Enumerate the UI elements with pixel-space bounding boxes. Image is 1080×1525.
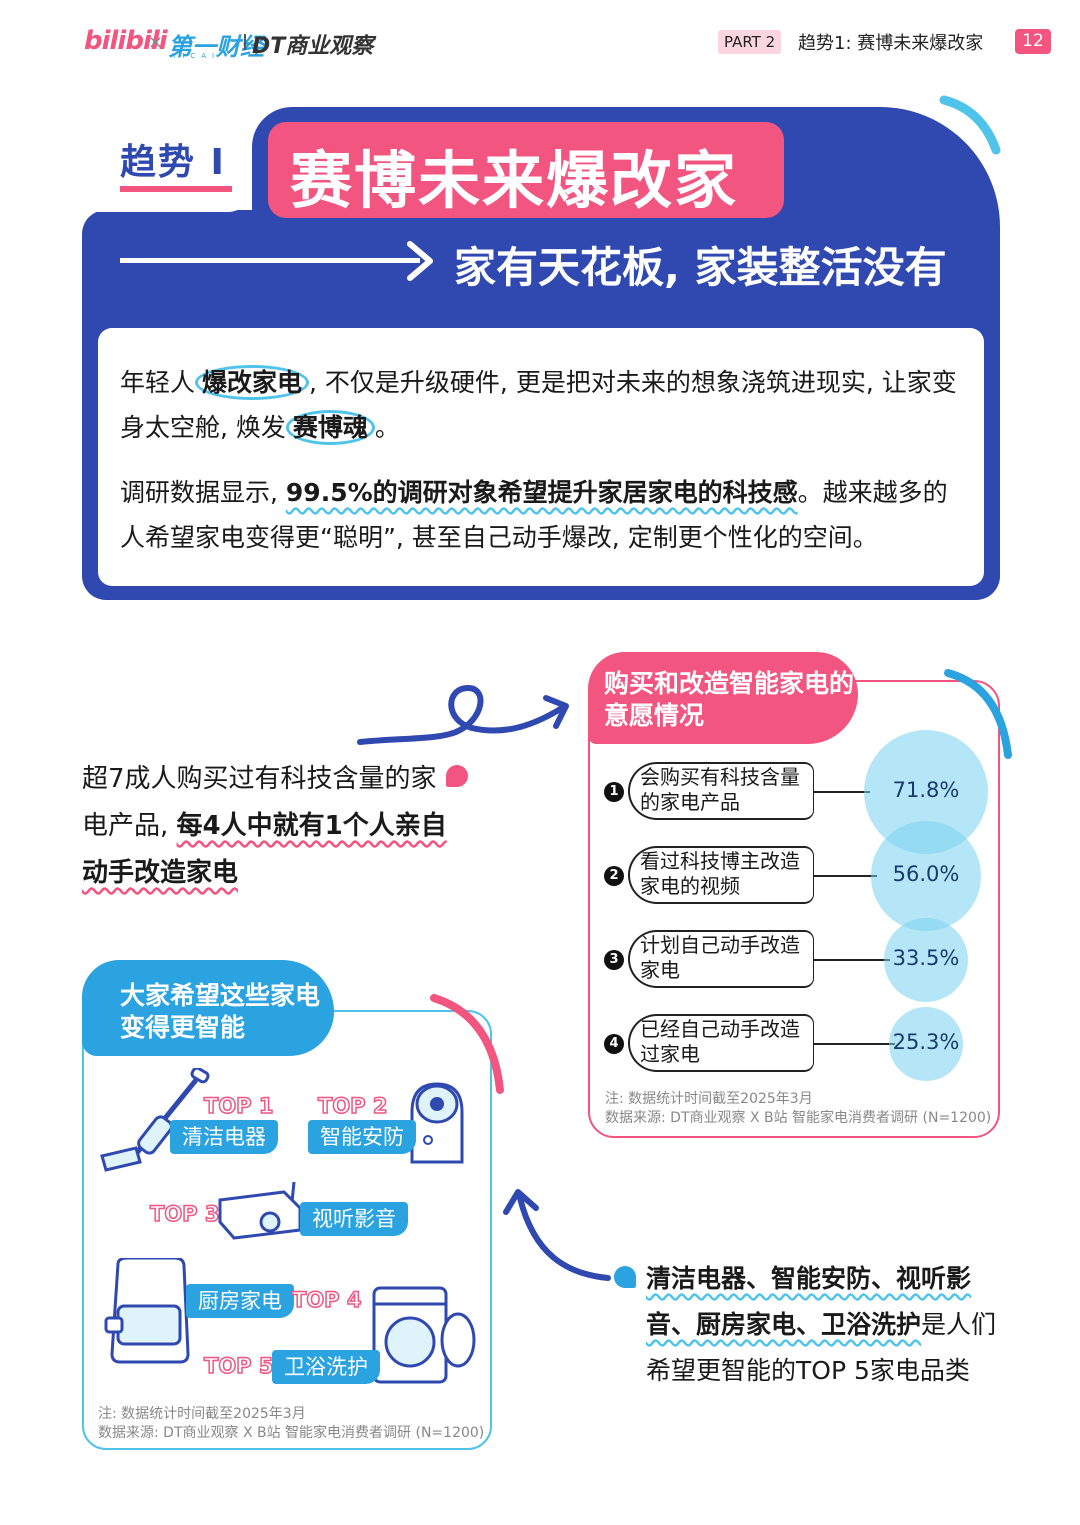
survey-connector-line (814, 875, 878, 877)
appliances-note: 注: 数据统计时间截至2025年3月 数据来源: DT商业观察 X B站 智能家… (98, 1405, 488, 1443)
washing-machine-icon (372, 1286, 476, 1384)
logo-divider (244, 34, 246, 50)
survey-value: 25.3% (892, 1030, 960, 1054)
survey-row-number: 3 (604, 950, 624, 970)
intro-box (98, 328, 984, 586)
pink-dot-icon (446, 765, 468, 787)
category-tag-top3: 视听影音 (300, 1202, 408, 1236)
yicai-logo-sub: YICAI (172, 52, 221, 60)
yicai-logo: 第一财经 (168, 33, 264, 61)
curved-arrow-icon (503, 1189, 611, 1281)
survey-connector-line (814, 959, 890, 961)
intro-text: 。 (374, 413, 400, 442)
page-title: 赛博未来爆改家 (290, 144, 739, 217)
category-tag-top5: 卫浴洗护 (272, 1350, 380, 1384)
survey-value: 33.5% (892, 946, 960, 970)
section-title: 趋势1: 赛博未来爆改家 (798, 33, 984, 54)
intro-paragraph-2: 调研数据显示, 99.5%的调研对象希望提升家居家电的科技感。越来越多的人希望家… (120, 470, 970, 560)
survey-note-source: 数据来源: DT商业观察 X B站 智能家电消费者调研 (N=1200) (605, 1110, 992, 1126)
highlight-text: 赛博魂 (285, 410, 375, 445)
rank-top1: TOP 1 (203, 1093, 274, 1119)
survey-bubble (871, 821, 981, 931)
survey-row-label: 看过科技博主改造家电的视频 (640, 849, 800, 898)
arc-decoration-icon (944, 669, 1012, 759)
trend-label: 趋势 I (120, 142, 226, 183)
highlight-text: 爆改家电 (195, 365, 310, 400)
survey-value: 71.8% (892, 778, 960, 802)
survey-connector-line (814, 1043, 896, 1045)
appliances-title: 大家希望这些家电变得更智能 (120, 981, 321, 1042)
category-tag-top2: 智能安防 (308, 1120, 416, 1154)
air-fryer-icon (104, 1258, 190, 1364)
intro-text: 。越来越多的人希望家电变得更“聪明”, 甚至自己动手爆改, 定制更个性化的空间。 (120, 478, 948, 552)
category-tag-top4: 厨房家电 (186, 1284, 294, 1318)
projector-icon (218, 1181, 302, 1240)
intro-paragraph-1: 年轻人爆改家电, 不仅是升级硬件, 更是把对未来的想象浇筑进现实, 让家变身太空… (120, 360, 970, 450)
survey-label-box (628, 846, 814, 904)
survey-row: 1 会购买有科技含量的家电产品 (604, 762, 994, 822)
page-number: 12 (1015, 29, 1051, 54)
arc-decoration-icon (430, 994, 504, 1094)
intro-text: 调研数据显示, (120, 478, 286, 507)
dt-logo: DT商业观察 (252, 34, 374, 59)
bilibili-logo: bilibili (84, 26, 168, 56)
survey-note: 注: 数据统计时间截至2025年3月 数据来源: DT商业观察 X B站 智能家… (605, 1090, 995, 1128)
summary-highlight: 每4人中就有1个人亲自动手改造家电 (82, 811, 447, 888)
intro-text: 年轻人 (120, 368, 196, 397)
chevron-right-icon (407, 241, 433, 281)
logo-separator-x: × (148, 32, 164, 53)
rank-top5: TOP 5 (203, 1353, 274, 1379)
survey-row: 4 已经自己动手改造过家电 (604, 1014, 994, 1074)
survey-row-number: 1 (604, 782, 624, 802)
blue-dot-icon (614, 1266, 636, 1288)
vacuum-icon (100, 1068, 210, 1172)
survey-title: 购买和改造智能家电的意愿情况 (604, 669, 855, 730)
hero-subtitle: 家有天花板, 家装整活没有 (454, 243, 947, 292)
survey-bubble (883, 917, 969, 1003)
survey-row: 3 计划自己动手改造家电 (604, 930, 994, 990)
page-header: bilibili × 第一财经 YICAI DT商业观察 PART 2 趋势1:… (0, 0, 1080, 90)
survey-note-date: 注: 数据统计时间截至2025年3月 (605, 1091, 813, 1107)
rank-top3: TOP 3 (149, 1201, 220, 1227)
survey-label-box (628, 930, 814, 988)
survey-connector-line (814, 791, 870, 793)
security-camera-icon (410, 1082, 464, 1164)
appliances-note-date: 注: 数据统计时间截至2025年3月 (98, 1406, 306, 1422)
intro-text: , 不仅是升级硬件, 更是把对未来的想象浇筑进现实, 让家变身太空舱, 焕发 (120, 368, 957, 442)
survey-label-box (628, 1014, 814, 1072)
survey-row-number: 4 (604, 1034, 624, 1054)
right-summary: 清洁电器、智能安防、视听影音、厨房家电、卫浴洗护是人们希望更智能的TOP 5家电… (646, 1256, 1016, 1394)
title-pill (268, 122, 784, 218)
trend-underline (120, 186, 232, 192)
loop-arrow-icon (357, 684, 569, 745)
survey-value: 56.0% (892, 862, 960, 886)
left-summary: 超7成人购买过有科技含量的家电产品, 每4人中就有1个人亲自动手改造家电 (82, 756, 462, 897)
survey-bubble (889, 1007, 963, 1081)
summary-text: 超7成人购买过有科技含量的家电产品, (82, 764, 437, 841)
survey-row-label: 会购买有科技含量的家电产品 (640, 765, 800, 814)
survey-row: 2 看过科技博主改造家电的视频 (604, 846, 994, 906)
arc-decoration-icon (939, 95, 1001, 155)
survey-row-number: 2 (604, 866, 624, 886)
survey-row-label: 已经自己动手改造过家电 (640, 1017, 800, 1066)
trend-tab (82, 107, 252, 212)
appliances-title-bg (82, 960, 334, 1056)
survey-title-bg (588, 652, 858, 744)
part-badge: PART 2 (718, 30, 782, 54)
appliances-note-source: 数据来源: DT商业观察 X B站 智能家电消费者调研 (N=1200) (98, 1425, 485, 1441)
survey-row-label: 计划自己动手改造家电 (640, 933, 800, 982)
rank-top4: TOP 4 (291, 1287, 362, 1313)
rank-top2: TOP 2 (317, 1093, 388, 1119)
summary-text: 是人们希望更智能的TOP 5家电品类 (646, 1310, 997, 1385)
summary-highlight: 清洁电器、智能安防、视听影音、厨房家电、卫浴洗护 (646, 1264, 972, 1339)
arrow-line (120, 258, 420, 263)
highlight-text: 99.5%的调研对象希望提升家居家电的科技感 (285, 478, 798, 507)
category-tag-top1: 清洁电器 (170, 1120, 278, 1154)
survey-label-box (628, 762, 814, 820)
